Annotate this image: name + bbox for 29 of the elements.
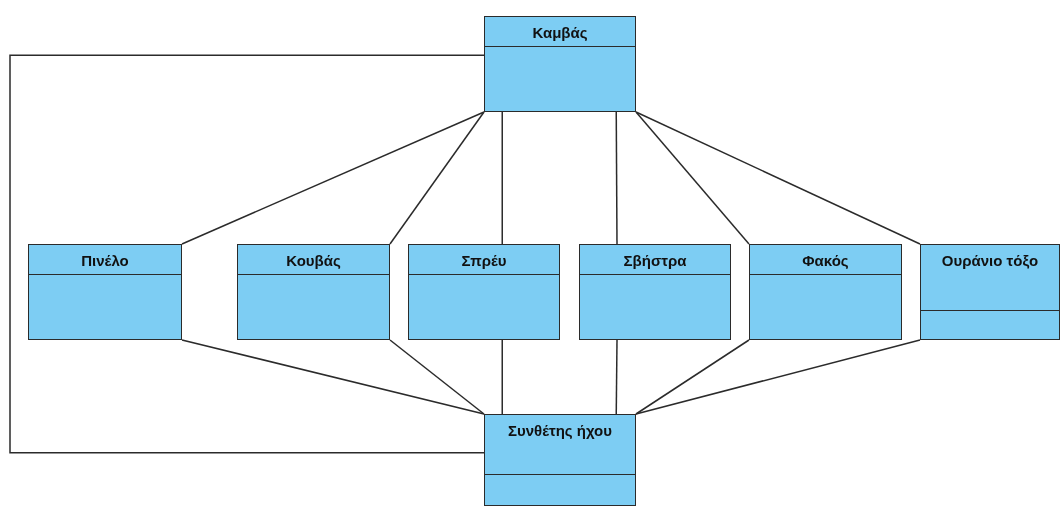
connector-line — [389, 339, 485, 415]
connector-line — [181, 111, 485, 245]
class-name: Συνθέτης ήχου — [508, 421, 612, 441]
class-name: Φακός — [802, 251, 849, 271]
class-box — [28, 244, 182, 340]
class-name: Πινέλο — [81, 251, 129, 271]
class-box — [579, 244, 731, 340]
connector-line — [635, 111, 921, 245]
connector-line — [501, 111, 503, 245]
connector-line — [501, 339, 503, 415]
connector-line — [389, 111, 485, 245]
class-name: Ουράνιο τόξο — [941, 251, 1039, 271]
connector-line — [635, 339, 750, 415]
connector-line — [615, 339, 618, 415]
connector-line — [615, 111, 618, 245]
connector-line — [9, 54, 485, 454]
connector-line — [635, 339, 921, 415]
class-name: Σβήστρα — [623, 251, 687, 271]
class-name: Καμβάς — [532, 23, 588, 43]
class-box — [749, 244, 902, 340]
class-box — [920, 244, 1060, 340]
connector-line — [635, 111, 750, 245]
class-name: Κουβάς — [286, 251, 341, 271]
class-box — [408, 244, 560, 340]
class-box — [484, 16, 636, 112]
connector-line — [181, 339, 485, 415]
class-box — [484, 414, 636, 506]
class-box — [237, 244, 390, 340]
class-name: Σπρέυ — [461, 251, 507, 271]
